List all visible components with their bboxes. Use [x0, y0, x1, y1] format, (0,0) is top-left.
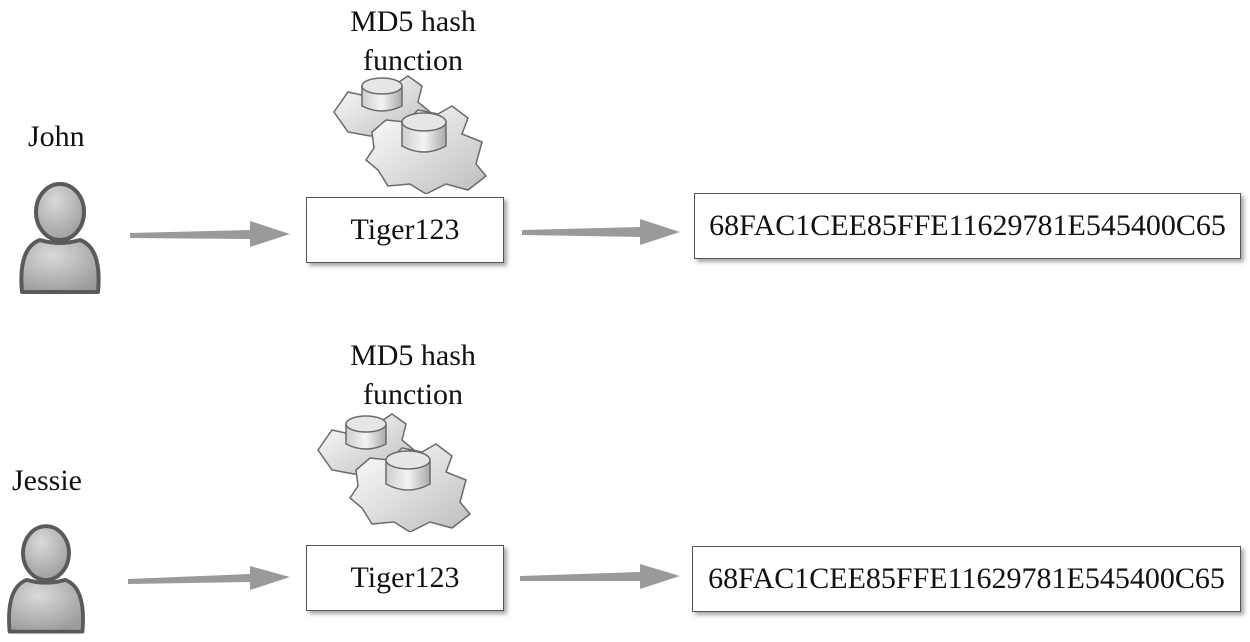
gears-icon — [333, 75, 488, 194]
user-icon — [19, 182, 101, 294]
user-icon — [7, 524, 85, 634]
function-label: MD5 hash function — [303, 336, 523, 414]
password-box: Tiger123 — [306, 197, 504, 263]
function-label-line2: function — [363, 378, 463, 411]
function-label-line1: MD5 hash — [350, 5, 476, 38]
hash-output-box: 68FAC1CEE85FFE11629781E545400C65 — [694, 193, 1241, 259]
user-name-jessie: Jessie — [12, 464, 82, 497]
function-label: MD5 hash function — [303, 2, 523, 80]
arrow-password-to-hash — [522, 219, 680, 245]
arrow-user-to-password — [130, 221, 290, 247]
hash-output-box: 68FAC1CEE85FFE11629781E545400C65 — [692, 546, 1241, 612]
gears-icon — [317, 413, 472, 532]
function-label-line2: function — [363, 44, 463, 77]
function-label-line1: MD5 hash — [350, 339, 476, 372]
arrow-password-to-hash — [520, 564, 680, 589]
arrow-user-to-password — [128, 566, 290, 590]
password-box: Tiger123 — [306, 545, 504, 611]
user-name-john: John — [28, 120, 85, 153]
